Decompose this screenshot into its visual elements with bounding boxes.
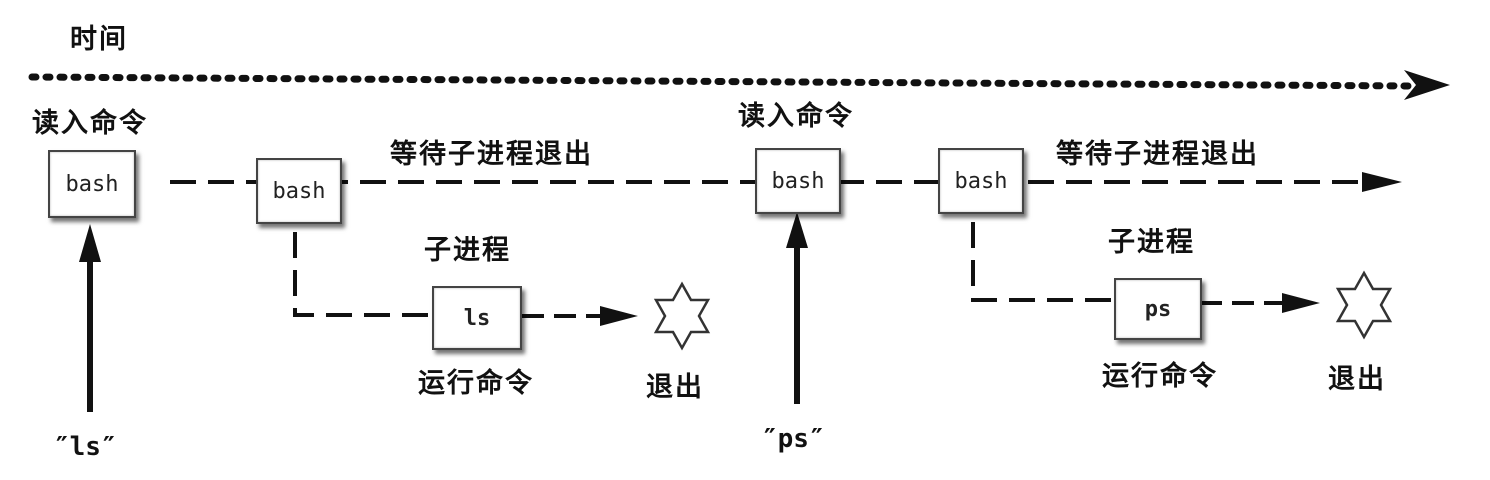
command-box-ls: ls — [432, 286, 522, 350]
child-exit-arrowhead-1 — [600, 306, 638, 326]
child-process-label-1: 子进程 — [424, 235, 511, 266]
run-command-label-1: 运行命令 — [418, 368, 534, 399]
input-ps-label: ″ps″ — [762, 424, 825, 454]
bash-box-read-2: bash — [755, 148, 841, 214]
input-arrowhead-1 — [79, 224, 101, 262]
time-axis-arrowhead — [1404, 70, 1450, 100]
time-label: 时间 — [70, 24, 128, 55]
bash-box-read-1: bash — [48, 150, 136, 218]
read-command-label-1: 读入命令 — [32, 108, 148, 139]
exit-label-2: 退出 — [1328, 364, 1386, 395]
exit-star-icon-2 — [1335, 270, 1393, 340]
run-command-label-2: 运行命令 — [1102, 361, 1218, 392]
wait-child-label-2: 等待子进程退出 — [1056, 139, 1259, 170]
input-ls-label: ″ls″ — [54, 432, 117, 462]
time-axis-line — [28, 73, 1416, 90]
main-flow-arrowhead — [1362, 172, 1402, 192]
child-branch-line-1 — [293, 232, 430, 317]
child-exit-arrowhead-2 — [1282, 293, 1320, 313]
exit-label-1: 退出 — [646, 372, 704, 403]
child-process-label-2: 子进程 — [1108, 227, 1195, 258]
wait-child-label-1: 等待子进程退出 — [390, 139, 593, 170]
input-arrowhead-2 — [786, 212, 808, 248]
command-box-ps: ps — [1114, 278, 1202, 340]
read-command-label-2: 读入命令 — [738, 101, 854, 132]
bash-box-wait-2: bash — [938, 148, 1024, 214]
bash-box-wait-1: bash — [256, 158, 342, 224]
child-branch-line-2 — [971, 222, 1113, 302]
exit-star-icon-1 — [653, 281, 711, 351]
